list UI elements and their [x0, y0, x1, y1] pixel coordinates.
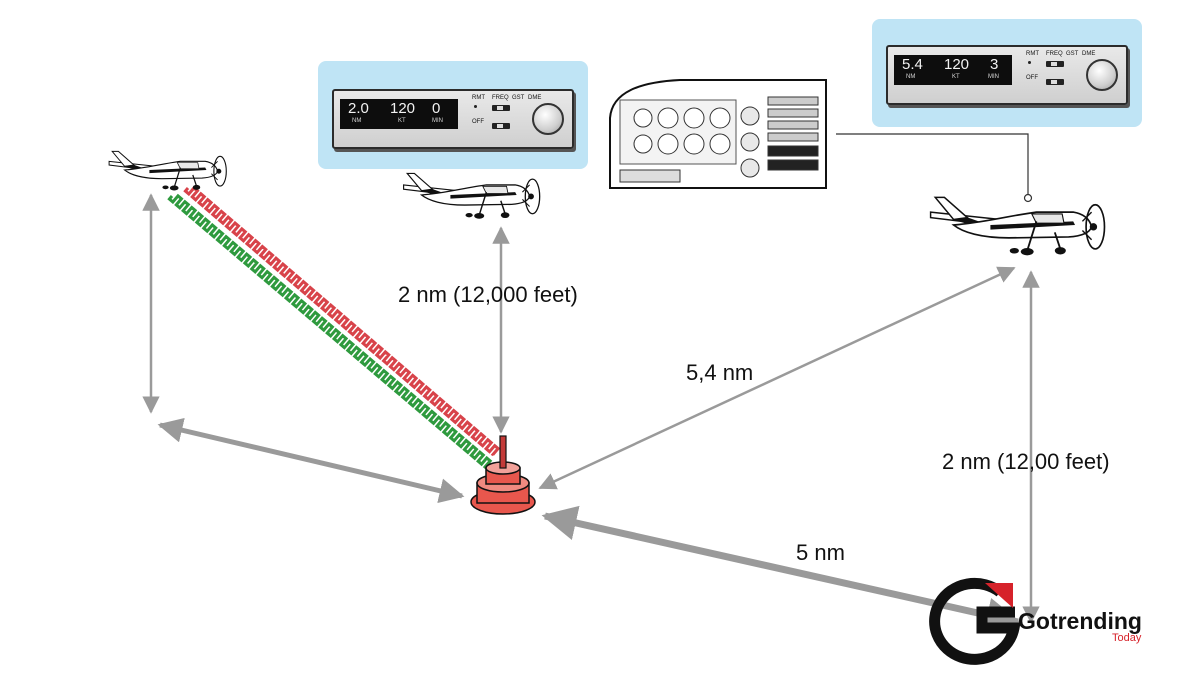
dme-knob[interactable]	[532, 103, 564, 135]
aircraft-left	[108, 150, 227, 192]
reply-signal-green	[167, 193, 493, 471]
dme-speed-value: 120	[944, 56, 970, 73]
ground-distance-arrow	[541, 505, 1022, 633]
mode-switch[interactable]	[1046, 61, 1064, 67]
right-altitude-label: 2 nm (12,00 feet)	[942, 449, 1110, 474]
dme-distance-unit: NM	[906, 74, 916, 80]
dme-label: DME	[528, 95, 542, 101]
dme-speed-value: 120	[390, 100, 416, 117]
dme-ground-station	[470, 435, 536, 515]
dme-display-right: 5.4 NM 120 KT 3 MIN	[894, 55, 1012, 85]
interrogation-signal-red	[183, 185, 501, 457]
aircraft-right	[929, 196, 1106, 257]
dme-distance-value: 2.0	[348, 100, 369, 117]
logo-tagline: Today	[1112, 632, 1142, 644]
dme-time-unit: MIN	[432, 118, 443, 124]
left-ground-arrow	[157, 417, 465, 504]
slant-range-label: 5,4 nm	[686, 360, 754, 385]
freq-label: FREQ	[1046, 51, 1063, 57]
dme-time-value: 0	[432, 100, 441, 117]
power-switch[interactable]	[1046, 79, 1064, 85]
dme-time-unit: MIN	[988, 74, 999, 80]
gst-label: GST	[512, 95, 525, 101]
aircraft-overhead	[402, 172, 541, 220]
dme-panel-right: 5.4 NM 120 KT 3 MIN RMT FREQ GST DME OFF	[872, 19, 1142, 127]
dme-display-left: 2.0 NM 120 KT 0 MIN	[340, 99, 458, 129]
dme-label: DME	[1082, 51, 1096, 57]
dme-time-value: 3	[990, 56, 999, 73]
dme-distance-unit: NM	[352, 118, 362, 124]
power-switch[interactable]	[492, 123, 510, 129]
overhead-altitude-label: 2 nm (12,000 feet)	[398, 282, 578, 307]
dme-panel-left: 2.0 NM 120 KT 0 MIN RMT FREQ GST DME OFF	[318, 61, 588, 169]
indicator-led	[474, 105, 477, 108]
rmt-label: RMT	[1026, 51, 1039, 57]
rmt-label: RMT	[472, 95, 485, 101]
indicator-led	[1028, 61, 1031, 64]
dme-speed-unit: KT	[398, 118, 406, 124]
off-label: OFF	[472, 119, 484, 125]
cockpit-panel	[609, 79, 827, 189]
mode-switch[interactable]	[492, 105, 510, 111]
dme-unit-right: 5.4 NM 120 KT 3 MIN RMT FREQ GST DME OFF	[886, 45, 1128, 105]
logo-name: Gotrending	[1018, 608, 1142, 634]
gst-label: GST	[1066, 51, 1079, 57]
dme-knob[interactable]	[1086, 59, 1118, 91]
freq-label: FREQ	[492, 95, 509, 101]
callout-line	[836, 133, 1029, 195]
dme-distance-value: 5.4	[902, 56, 923, 73]
ground-distance-label: 5 nm	[796, 540, 845, 565]
off-label: OFF	[1026, 75, 1038, 81]
logo-mark	[929, 577, 1021, 665]
slant-range-arrow	[538, 266, 1016, 490]
dme-speed-unit: KT	[952, 74, 960, 80]
dme-unit-left: 2.0 NM 120 KT 0 MIN RMT FREQ GST DME OFF	[332, 89, 574, 149]
